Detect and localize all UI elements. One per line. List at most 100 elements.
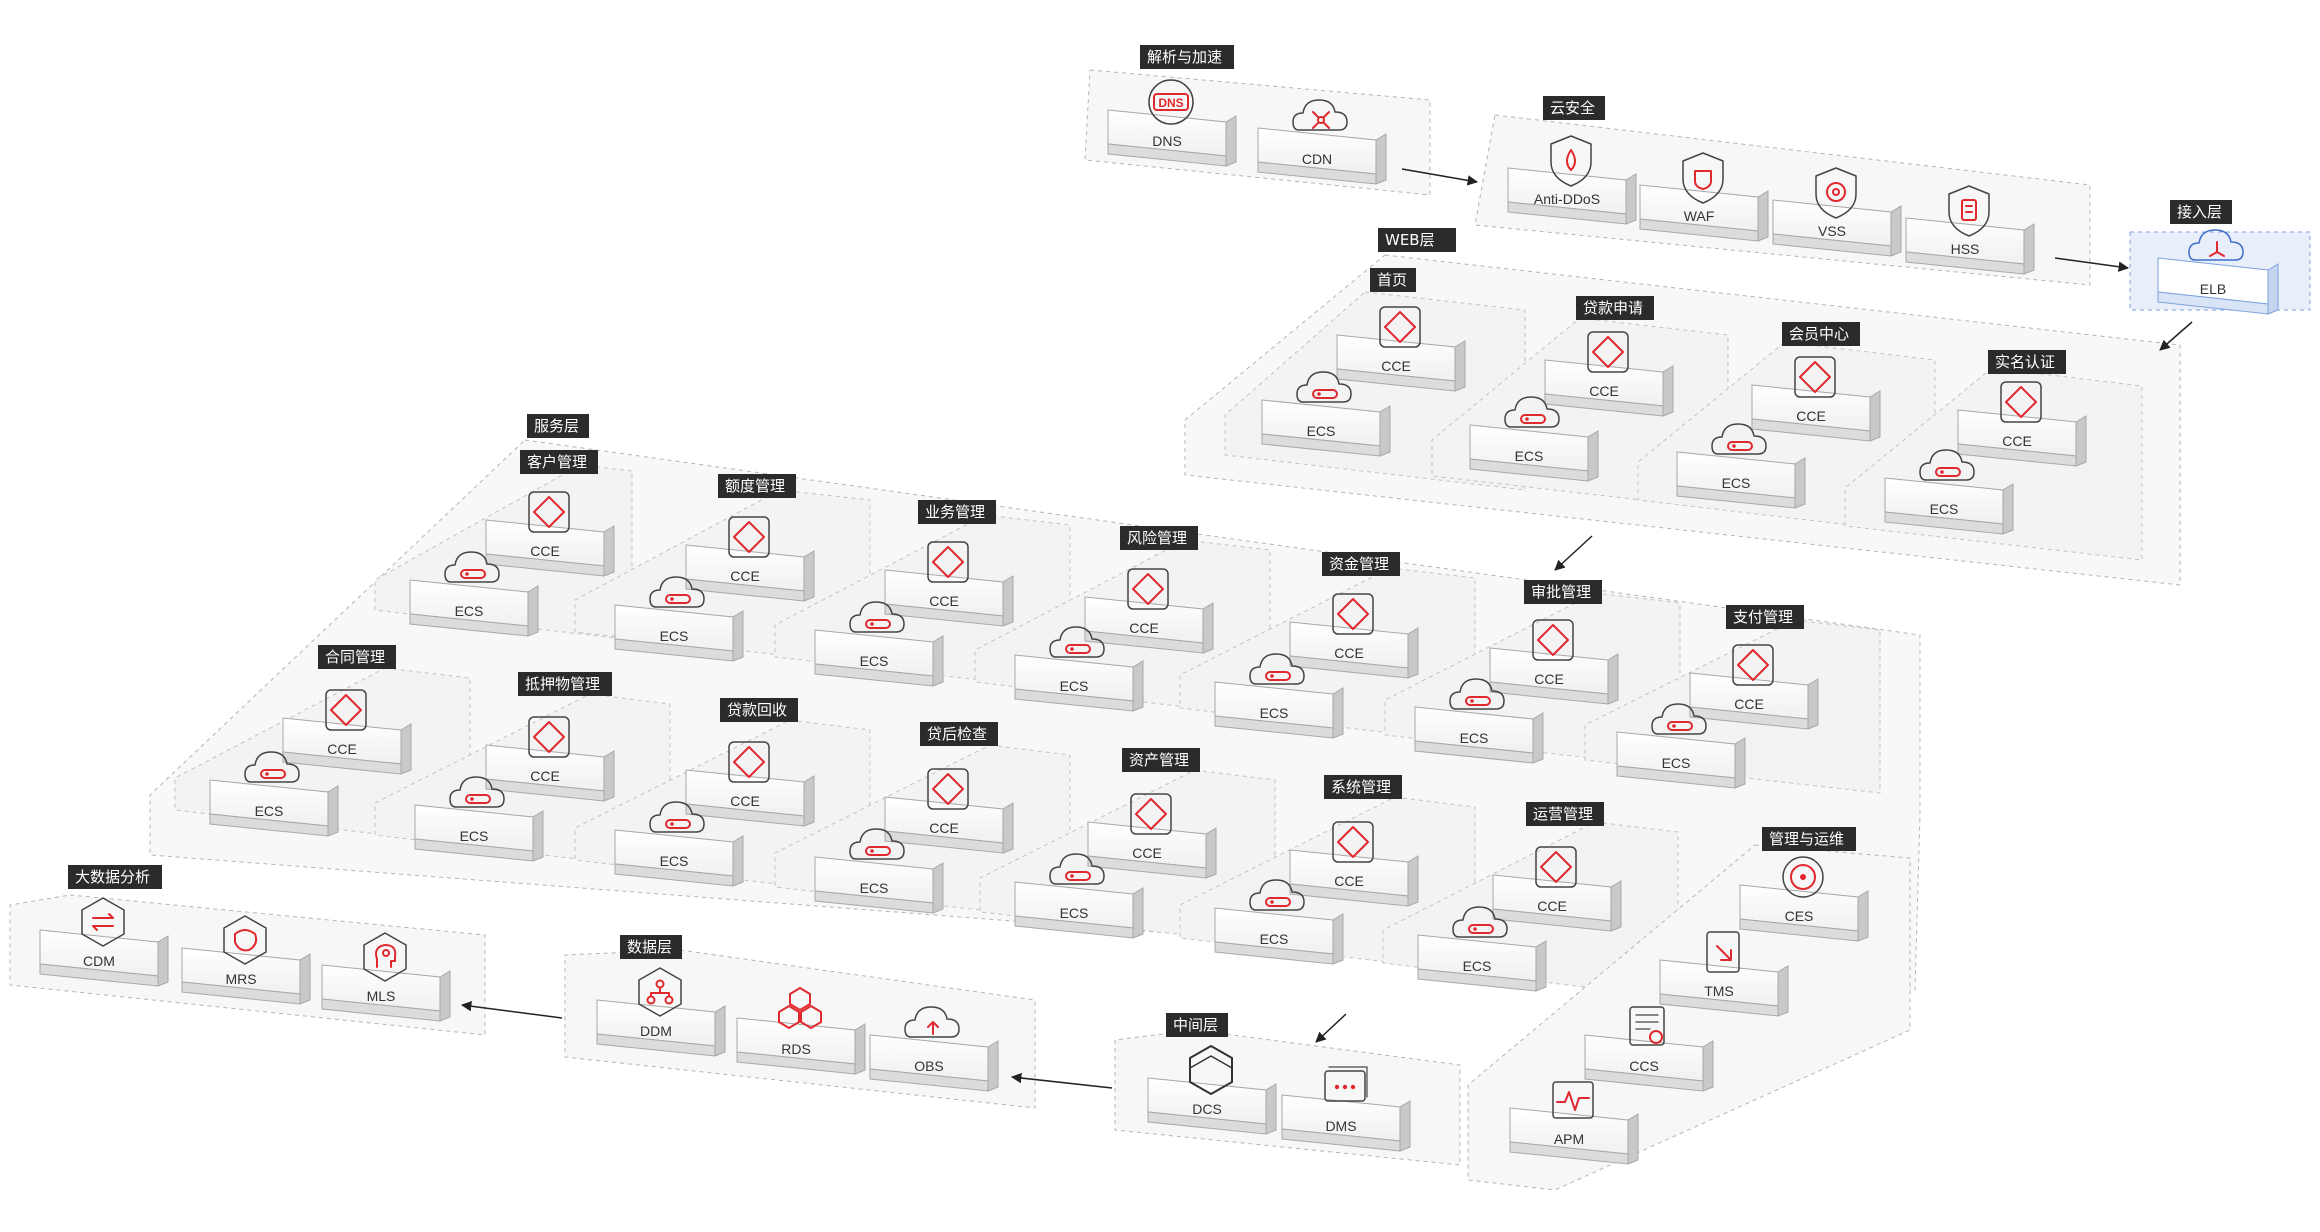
mls-node[interactable]: MLS <box>321 932 451 1022</box>
apm-label: APM <box>1554 1131 1584 1147</box>
svc2-cce-3-node[interactable]: CCE <box>685 741 815 827</box>
svc2-cce-1-node[interactable]: CCE <box>282 689 412 775</box>
svg-text:数据层: 数据层 <box>627 938 672 956</box>
antiddos-node[interactable]: Anti-DDoS <box>1507 135 1637 225</box>
svc1-cce-3-node[interactable]: CCE <box>884 541 1014 627</box>
web-ecs-1-node[interactable]: ECS <box>1261 371 1391 457</box>
tms-label: TMS <box>1704 983 1734 999</box>
svg-text:DNS: DNS <box>1158 96 1183 110</box>
dns-icon: DNS <box>1148 79 1194 125</box>
svc1-cce-7-node[interactable]: CCE <box>1689 644 1819 730</box>
svc1-cce-4-node[interactable]: CCE <box>1084 568 1214 654</box>
cdm-node[interactable]: CDM <box>39 897 169 987</box>
obs-node[interactable]: OBS <box>869 1006 999 1092</box>
svc2-ecs-6-label: ECS <box>1260 931 1289 947</box>
vss-label: VSS <box>1818 223 1846 239</box>
svg-text:资产管理: 资产管理 <box>1129 751 1189 769</box>
svc2-ecs-2-node[interactable]: ECS <box>414 776 544 862</box>
svc1-ecs-5-label: ECS <box>1260 705 1289 721</box>
web-cce-2-node[interactable]: CCE <box>1544 331 1674 417</box>
svc2-ecs-5-node[interactable]: ECS <box>1014 853 1144 939</box>
svc2-cce-2-node[interactable]: CCE <box>485 716 615 802</box>
svc1-ecs-7-node[interactable]: ECS <box>1616 703 1746 789</box>
apm-node[interactable]: APM <box>1509 1081 1639 1165</box>
svc1-ecs-6-node[interactable]: ECS <box>1414 678 1544 764</box>
svc1-ecs-5-node[interactable]: ECS <box>1214 653 1344 739</box>
web-ecs-2-node[interactable]: ECS <box>1469 396 1599 482</box>
svc-system-label: 系统管理 <box>1324 775 1402 799</box>
svc2-cce-7-node[interactable]: CCE <box>1492 846 1622 932</box>
access-label: 接入层 <box>2170 200 2232 224</box>
svc1-cce-5-node[interactable]: CCE <box>1289 593 1419 679</box>
svc1-cce-7-icon <box>1732 644 1774 686</box>
cdn-icon <box>1292 99 1348 131</box>
dcs-icon <box>1189 1045 1233 1095</box>
svc1-ecs-7-label: ECS <box>1662 755 1691 771</box>
waf-node[interactable]: WAF <box>1639 152 1769 242</box>
elb-node[interactable]: ELB <box>2157 229 2279 315</box>
svc1-cce-6-node[interactable]: CCE <box>1489 619 1619 705</box>
ddm-node[interactable]: DDM <box>596 967 726 1057</box>
vss-icon <box>1815 167 1857 219</box>
svc1-cce-2-node[interactable]: CCE <box>685 516 815 602</box>
svc1-ecs-2-node[interactable]: ECS <box>614 576 744 662</box>
svc2-ecs-3-label: ECS <box>660 853 689 869</box>
svc1-ecs-1-node[interactable]: ECS <box>409 551 539 637</box>
svc1-cce-1-node[interactable]: CCE <box>485 491 615 577</box>
svc1-cce-5-label: CCE <box>1334 645 1364 661</box>
svc1-ecs-3-node[interactable]: ECS <box>814 601 944 687</box>
web-cce-3-node[interactable]: CCE <box>1751 356 1881 442</box>
security-label: 云安全 <box>1543 96 1605 120</box>
svc2-cce-4-node[interactable]: CCE <box>884 768 1014 854</box>
svc2-ecs-6-node[interactable]: ECS <box>1214 879 1344 965</box>
web-cce-4-icon <box>2000 381 2042 423</box>
web-ecs-3-node[interactable]: ECS <box>1676 423 1806 509</box>
svc1-ecs-1-icon <box>444 551 500 583</box>
tms-node[interactable]: TMS <box>1659 931 1789 1017</box>
svc2-cce-4-label: CCE <box>929 820 959 836</box>
service-label: 服务层 <box>527 414 589 438</box>
antiddos-label: Anti-DDoS <box>1534 191 1600 207</box>
svg-text:额度管理: 额度管理 <box>725 477 785 495</box>
mrs-icon <box>223 915 267 965</box>
svc2-cce-5-node[interactable]: CCE <box>1087 793 1217 879</box>
svc1-ecs-4-label: ECS <box>1060 678 1089 694</box>
svc2-ecs-3-node[interactable]: ECS <box>614 801 744 887</box>
ces-icon <box>1782 856 1824 898</box>
arrow-elb-to-web <box>2159 321 2193 351</box>
dms-icon <box>1324 1066 1368 1102</box>
svc1-cce-3-icon <box>927 541 969 583</box>
web-cce-4-node[interactable]: CCE <box>1957 381 2087 467</box>
hss-node[interactable]: HSS <box>1905 185 2035 275</box>
svc2-cce-6-node[interactable]: CCE <box>1289 821 1419 907</box>
dcs-node[interactable]: DCS <box>1147 1045 1277 1135</box>
svc2-ecs-1-node[interactable]: ECS <box>209 751 339 837</box>
svc1-ecs-4-node[interactable]: ECS <box>1014 626 1144 712</box>
web-ecs-2-icon <box>1504 396 1560 428</box>
vss-node[interactable]: VSS <box>1772 167 1902 257</box>
svc1-cce-4-label: CCE <box>1129 620 1159 636</box>
svg-text:审批管理: 审批管理 <box>1531 583 1591 601</box>
svc2-ecs-7-node[interactable]: ECS <box>1417 906 1547 992</box>
dms-node[interactable]: DMS <box>1281 1066 1411 1152</box>
web-ecs-4-node[interactable]: ECS <box>1884 449 2014 535</box>
ccs-node[interactable]: CCS <box>1584 1006 1714 1092</box>
hss-label: HSS <box>1951 241 1980 257</box>
svg-text:实名认证: 实名认证 <box>1995 353 2055 371</box>
rds-node[interactable]: RDS <box>736 987 866 1075</box>
ces-node[interactable]: CES <box>1739 856 1869 942</box>
svc-postloan-label: 贷后检查 <box>920 722 998 746</box>
svc1-cce-2-label: CCE <box>730 568 760 584</box>
arrow-web-to-service <box>1554 535 1593 571</box>
web-ecs-1-label: ECS <box>1307 423 1336 439</box>
web-label: WEB层 <box>1378 228 1456 252</box>
web-cce-1-node[interactable]: CCE <box>1336 306 1466 392</box>
svc2-ecs-5-label: ECS <box>1060 905 1089 921</box>
svc2-ecs-2-icon <box>449 776 505 808</box>
svc2-ecs-4-node[interactable]: ECS <box>814 828 944 914</box>
svc1-cce-7-label: CCE <box>1734 696 1764 712</box>
mrs-node[interactable]: MRS <box>181 915 311 1005</box>
svc2-ecs-3-icon <box>649 801 705 833</box>
cdn-node[interactable]: CDN <box>1257 99 1387 185</box>
